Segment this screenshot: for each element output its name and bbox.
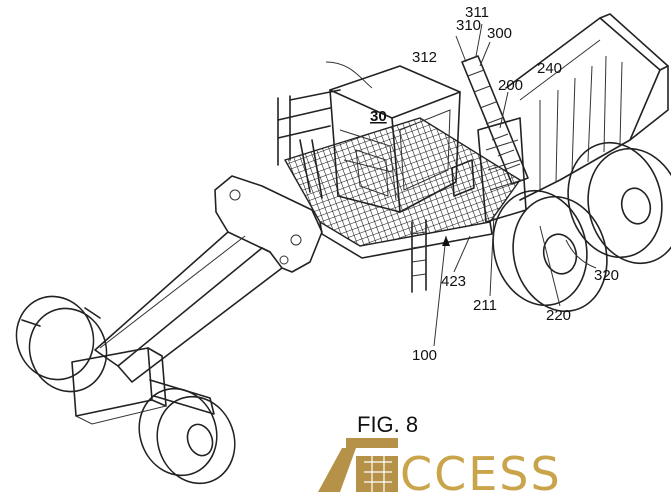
figure-caption: FIG. 8 bbox=[357, 412, 418, 437]
label-311: 311 bbox=[465, 4, 489, 21]
platform-deck bbox=[277, 89, 522, 293]
ladder-300 bbox=[461, 55, 529, 185]
label-200: 200 bbox=[498, 77, 523, 94]
label-312: 312 bbox=[412, 49, 437, 66]
label-320: 320 bbox=[594, 267, 619, 284]
cab-30 bbox=[329, 65, 461, 213]
label-310: 310 bbox=[456, 17, 481, 34]
label-100: 100 bbox=[412, 347, 437, 364]
engine-housing-240 bbox=[505, 13, 669, 201]
rear-wheels bbox=[492, 141, 671, 313]
label-211: 211 bbox=[473, 297, 497, 314]
label-220: 220 bbox=[546, 307, 571, 324]
label-30: 30 bbox=[370, 108, 387, 125]
label-240: 240 bbox=[537, 60, 562, 77]
watermark-text: CCESS bbox=[400, 447, 562, 495]
label-423: 423 bbox=[441, 273, 466, 290]
leader-lines bbox=[325, 23, 597, 347]
front-right-wheel bbox=[138, 387, 236, 485]
front-left-wheel bbox=[15, 295, 108, 393]
drawbar-assembly bbox=[71, 175, 323, 425]
label-300: 300 bbox=[487, 25, 512, 42]
watermark-logo: CCESS bbox=[318, 438, 562, 500]
